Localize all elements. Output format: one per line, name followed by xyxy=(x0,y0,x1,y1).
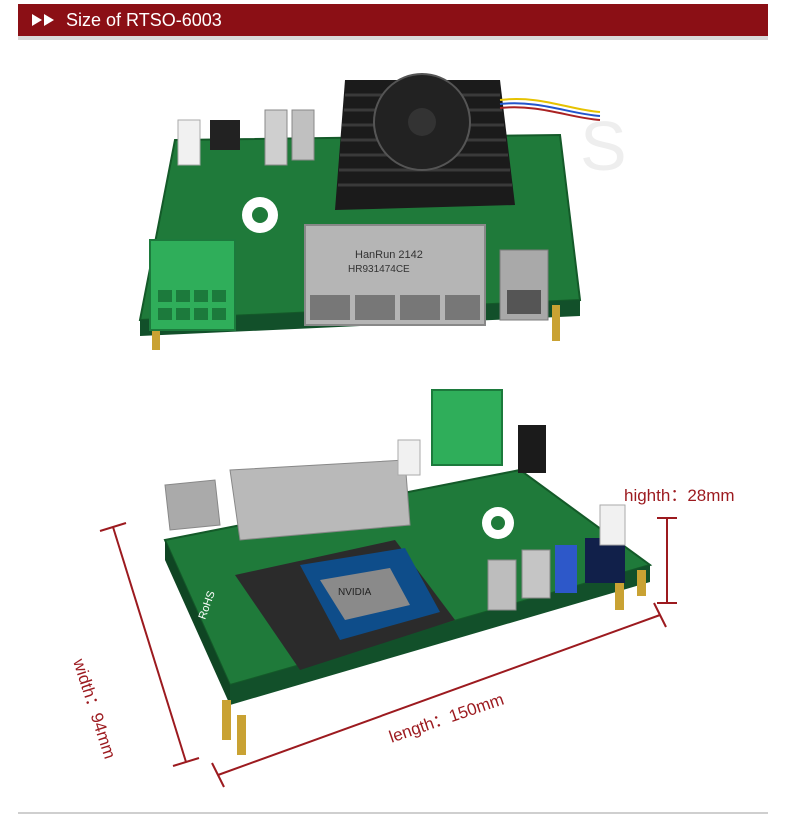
svg-text:S: S xyxy=(580,107,627,185)
footer-divider xyxy=(18,812,768,814)
svg-text:HR931474CE: HR931474CE xyxy=(348,264,410,275)
svg-text:NVIDIA: NVIDIA xyxy=(338,587,372,598)
header-divider xyxy=(18,36,768,40)
section-title: Size of RTSO-6003 xyxy=(66,9,222,30)
section-header: Size of RTSO-6003 xyxy=(18,4,768,36)
svg-text:HanRun 2142: HanRun 2142 xyxy=(355,249,423,261)
height-dimension-label: highth：28mm xyxy=(624,486,735,505)
double-arrow-icon xyxy=(26,14,54,26)
